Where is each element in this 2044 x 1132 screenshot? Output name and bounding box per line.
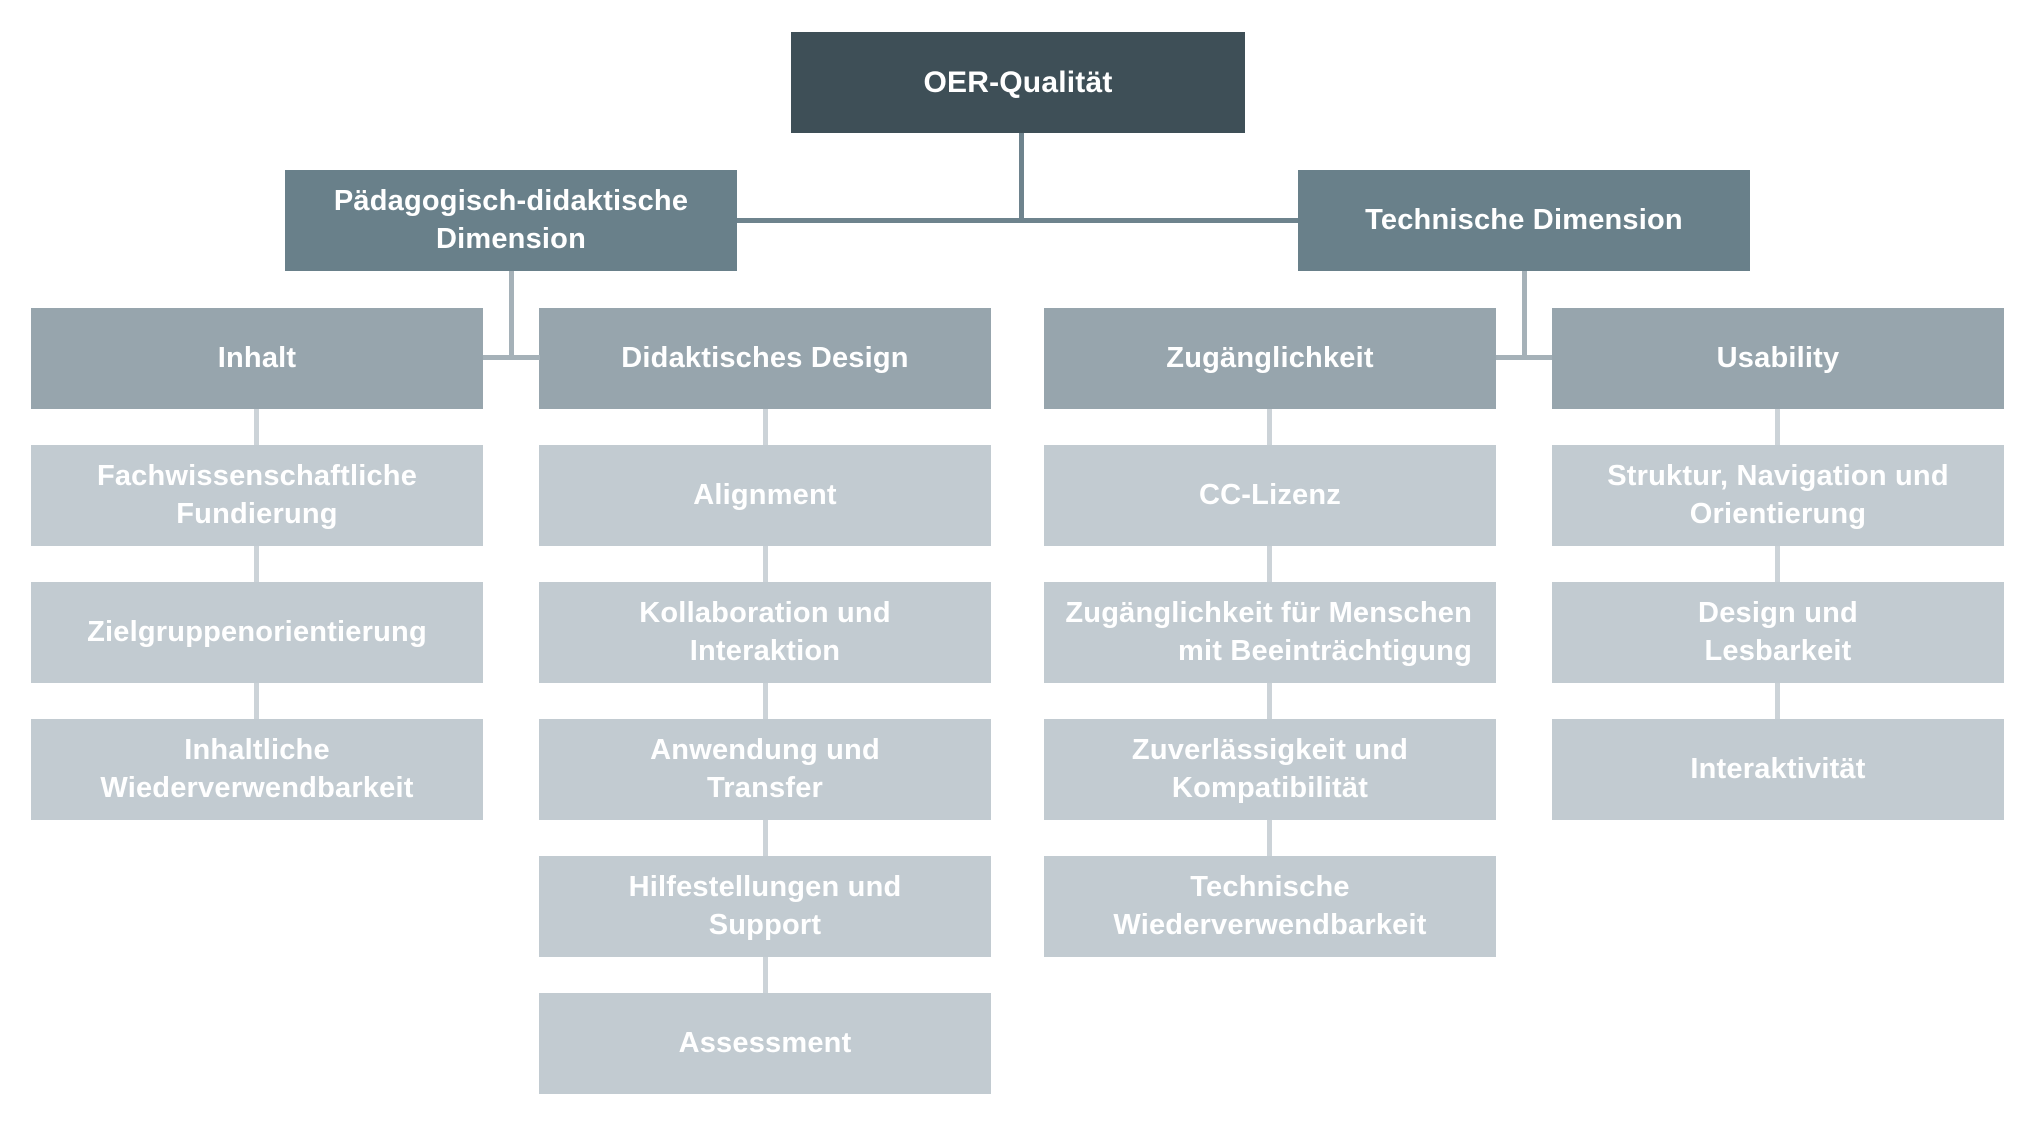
connector-dimension2-trunk	[1522, 271, 1527, 360]
node-assessment: Assessment	[539, 993, 991, 1094]
node-struktur-navigation-und-orientierung: Struktur, Navigation und Orientierung	[1552, 445, 2004, 546]
node-inhaltliche-wiederverwendbarkeit: Inhaltliche Wiederverwendbarkeit	[31, 719, 483, 820]
node-zugaenglichkeit-fuer-menschen-mit-beeintraechtigung: Zugänglichkeit für Menschen mit Beeinträ…	[1044, 582, 1496, 683]
node-kollaboration-und-interaktion: Kollaboration und Interaktion	[539, 582, 991, 683]
node-cc-lizenz: CC-Lizenz	[1044, 445, 1496, 546]
connector-col1-link2	[254, 546, 259, 582]
connector-col1-link1	[254, 409, 259, 445]
node-inhalt: Inhalt	[31, 308, 483, 409]
connector-dimension1-trunk	[509, 271, 514, 360]
connector-col2-link3	[763, 683, 768, 719]
node-zuverlaessigkeit-und-kompatibilitaet: Zuverlässigkeit und Kompatibilität	[1044, 719, 1496, 820]
connector-col1-link3	[254, 683, 259, 719]
connector-dimension2-crossbar	[1496, 355, 1552, 360]
node-design-und-lesbarkeit: Design und Lesbarkeit	[1552, 582, 2004, 683]
node-alignment: Alignment	[539, 445, 991, 546]
connector-col3-link3	[1267, 683, 1272, 719]
node-fachwissenschaftliche-fundierung: Fachwissenschaftliche Fundierung	[31, 445, 483, 546]
connector-col4-link3	[1775, 683, 1780, 719]
connector-root-trunk	[1019, 133, 1024, 223]
node-zielgruppenorientierung: Zielgruppenorientierung	[31, 582, 483, 683]
node-usability: Usability	[1552, 308, 2004, 409]
connector-col2-link2	[763, 546, 768, 582]
connector-dimension1-crossbar	[483, 355, 540, 360]
connector-col2-link4	[763, 820, 768, 856]
node-hilfestellungen-und-support: Hilfestellungen und Support	[539, 856, 991, 957]
connector-col2-link5	[763, 957, 768, 993]
connector-col3-link2	[1267, 546, 1272, 582]
node-paedagogisch-didaktische-dimension: Pädagogisch-didaktische Dimension	[285, 170, 737, 271]
node-didaktisches-design: Didaktisches Design	[539, 308, 991, 409]
connector-col2-link1	[763, 409, 768, 445]
connector-col4-link1	[1775, 409, 1780, 445]
connector-root-crossbar	[737, 218, 1298, 223]
node-technische-dimension: Technische Dimension	[1298, 170, 1750, 271]
connector-col3-link4	[1267, 820, 1272, 856]
node-oer-qualitaet: OER-Qualität	[791, 32, 1245, 133]
connector-col4-link2	[1775, 546, 1780, 582]
node-interaktivitaet: Interaktivität	[1552, 719, 2004, 820]
node-zugaenglichkeit: Zugänglichkeit	[1044, 308, 1496, 409]
connector-col3-link1	[1267, 409, 1272, 445]
node-technische-wiederverwendbarkeit: Technische Wiederverwendbarkeit	[1044, 856, 1496, 957]
node-anwendung-und-transfer: Anwendung und Transfer	[539, 719, 991, 820]
